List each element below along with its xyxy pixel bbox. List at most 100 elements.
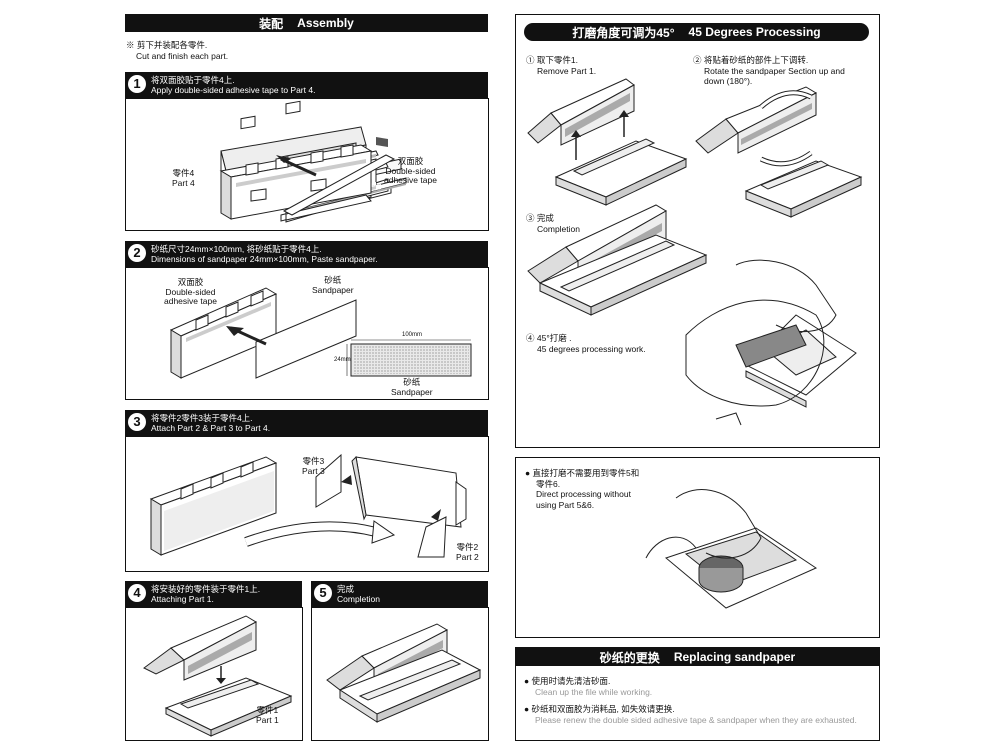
processing-item-1-en: Remove Part 1. — [537, 65, 597, 76]
processing-title-en: 45 Degrees Processing — [688, 25, 821, 39]
processing-item-2-cn: 将贴着砂纸的部件上下调转. — [703, 55, 809, 65]
step-2-panel: 双面胶 Double-sided adhesive tape 砂纸 Sandpa… — [125, 267, 489, 400]
processing-item-2: ② 将贴着砂纸的部件上下调转. Rotate the sandpaper Sec… — [693, 55, 845, 87]
replacing-line1-en: Clean up the file while working. — [535, 686, 653, 697]
step-1-part4-en: Part 4 — [172, 177, 195, 188]
step-2-sand-en: Sandpaper — [312, 284, 354, 295]
step-4-part1-en: Part 1 — [256, 714, 279, 725]
processing-item-3-num: ③ — [526, 213, 535, 223]
replacing-line1-cn: 使用时请先清洁砂面. — [531, 676, 611, 686]
processing-item-4-cn: 45°打磨 . — [536, 333, 572, 343]
step-1-en: Apply double-sided adhesive tape to Part… — [151, 85, 316, 95]
processing-item-4-en: 45 degrees processing work. — [537, 343, 646, 354]
step-3-bar: 3 将零件2零件3装于零件4上.Attach Part 2 & Part 3 t… — [125, 410, 488, 436]
bullet-icon: ● — [524, 676, 530, 686]
processing-item-2-en2: down (180°). — [704, 76, 753, 86]
step-2-tape-en2: adhesive tape — [164, 296, 217, 306]
step-1-illustration — [219, 100, 407, 223]
replacing-header: 砂纸的更换 Replacing sandpaper — [516, 648, 879, 666]
bullet-icon: ● — [525, 468, 531, 478]
step-4-part1-cn: 零件1 — [256, 705, 279, 715]
step-3-part3-cn: 零件3 — [302, 456, 325, 466]
direct-cn2: 零件6. — [536, 478, 561, 489]
step-5-illustration — [326, 623, 482, 723]
step-2-cn: 砂纸尺寸24mm×100mm, 将砂纸贴于零件4上. — [151, 244, 322, 254]
step-2-bar: 2 砂纸尺寸24mm×100mm, 将砂纸贴于零件4上.Dimensions o… — [125, 241, 488, 267]
processing-item-1-cn: 取下零件1. — [536, 55, 578, 65]
step-2-sand2-en: Sandpaper — [391, 386, 433, 397]
processing-title-cn: 打磨角度可调为45° — [572, 25, 675, 40]
assembly-intro-en: Cut and finish each part. — [136, 50, 229, 61]
replacing-line-1: ● 使用时请先清洁砂面. Clean up the file while wor… — [524, 676, 652, 697]
step-3-cn: 将零件2零件3装于零件4上. — [151, 413, 253, 423]
step-4-panel: 零件1 Part 1 — [125, 607, 303, 741]
step-3-part3-label: 零件3 Part 3 — [302, 456, 325, 476]
step-2-dim-height: 24mm — [334, 357, 351, 363]
processing-item-1-num: ① — [526, 55, 535, 65]
direct-en1: Direct processing without — [536, 489, 631, 499]
direct-cn1: 直接打磨不需要用到零件5和 — [532, 468, 640, 478]
direct-processing-illustration — [645, 489, 818, 609]
step-1-number: 1 — [128, 75, 146, 93]
step-4-bar: 4 将安装好的零件装于零件1上.Attaching Part 1. — [125, 581, 302, 607]
assembly-intro-cn: ※ 剪下并装配各零件. — [126, 40, 208, 50]
processing-item-2-num: ② — [693, 55, 702, 65]
replacing-title-cn: 砂纸的更换 — [599, 650, 660, 665]
step-1-part4-label: 零件4 Part 4 — [172, 168, 195, 188]
processing-item-3-cn: 完成 — [536, 213, 554, 223]
step-3-part2-cn: 零件2 — [456, 542, 479, 552]
replacing-line-2: ● 砂纸和双面胶为消耗品, 如失效请更换. Please renew the d… — [524, 704, 857, 725]
step-5-en: Completion — [337, 594, 380, 604]
step-2-illustration — [169, 287, 472, 379]
step-1-tape-en2: adhesive tape — [384, 175, 437, 185]
step-4-part1-label: 零件1 Part 1 — [256, 705, 279, 725]
processing-item-3: ③ 完成 Completion — [526, 213, 580, 234]
step-2-sand2-cn: 砂纸 — [403, 377, 421, 387]
processing-header: 打磨角度可调为45° 45 Degrees Processing — [524, 23, 869, 41]
step-4-en: Attaching Part 1. — [151, 594, 214, 604]
step-5-panel — [311, 607, 489, 741]
direct-processing-note: ● 直接打磨不需要用到零件5和 零件6. Direct processing w… — [525, 468, 639, 510]
assembly-header: 装配 Assembly — [125, 14, 488, 32]
step-2-dim-width: 100mm — [402, 332, 423, 338]
replacing-line2-en: Please renew the double sided adhesive t… — [535, 714, 857, 725]
step-1-tape-en1: Double-sided — [385, 165, 436, 176]
assembly-title-en: Assembly — [297, 16, 354, 30]
step-5-number: 5 — [314, 584, 332, 602]
step-1-tape-cn: 双面胶 — [397, 156, 424, 166]
step-4-number: 4 — [128, 584, 146, 602]
step-3-part3-en: Part 3 — [302, 465, 325, 476]
replacing-title-en: Replacing sandpaper — [673, 650, 796, 664]
step-2-tape-en1: Double-sided — [165, 286, 216, 297]
step-4-illustration — [143, 615, 293, 737]
step-2-tape-label: 双面胶 Double-sided adhesive tape — [164, 277, 217, 307]
step-2-sandpaper2-label: 砂纸 Sandpaper — [391, 377, 433, 397]
step-3-panel: 零件3 Part 3 零件2 Part 2 — [125, 436, 489, 572]
replacing-line2-cn: 砂纸和双面胶为消耗品, 如失效请更换. — [531, 704, 675, 714]
processing-item-1: ① 取下零件1. Remove Part 1. — [526, 55, 596, 76]
processing-panel: 打磨角度可调为45° 45 Degrees Processing ① 取下零件1… — [515, 14, 880, 448]
assembly-intro: ※ 剪下并装配各零件. Cut and finish each part. — [126, 40, 228, 61]
step-2-sandpaper-label: 砂纸 Sandpaper — [312, 275, 354, 295]
processing-item-3-en: Completion — [537, 223, 580, 234]
step-1-part4-cn: 零件4 — [172, 168, 195, 178]
step-1-bar: 1 将双面胶贴于零件4上.Apply double-sided adhesive… — [125, 72, 488, 98]
step-1-panel: 零件4 Part 4 双面胶 Double-sided adhesive tap… — [125, 98, 489, 231]
step-3-part2-en: Part 2 — [456, 551, 479, 562]
step-3-illustration — [149, 453, 467, 558]
step-3-number: 3 — [128, 413, 146, 431]
step-1-cn: 将双面胶贴于零件4上. — [151, 75, 235, 85]
step-4-cn: 将安装好的零件装于零件1上. — [151, 584, 261, 594]
direct-processing-panel: ● 直接打磨不需要用到零件5和 零件6. Direct processing w… — [515, 457, 880, 638]
step-2-sand-cn: 砂纸 — [324, 275, 342, 285]
assembly-title-cn: 装配 — [259, 16, 284, 31]
processing-item-2-en1: Rotate the sandpaper Section up and — [704, 65, 845, 76]
processing-item-4: ④ 45°打磨 . 45 degrees processing work. — [526, 333, 646, 354]
step-1-tape-label: 双面胶 Double-sided adhesive tape — [384, 156, 437, 186]
step-5-cn: 完成 — [337, 584, 355, 594]
step-3-part2-label: 零件2 Part 2 — [456, 542, 479, 562]
step-2-tape-cn: 双面胶 — [177, 277, 204, 287]
step-3-en: Attach Part 2 & Part 3 to Part 4. — [151, 423, 271, 433]
bullet-icon: ● — [524, 704, 530, 714]
